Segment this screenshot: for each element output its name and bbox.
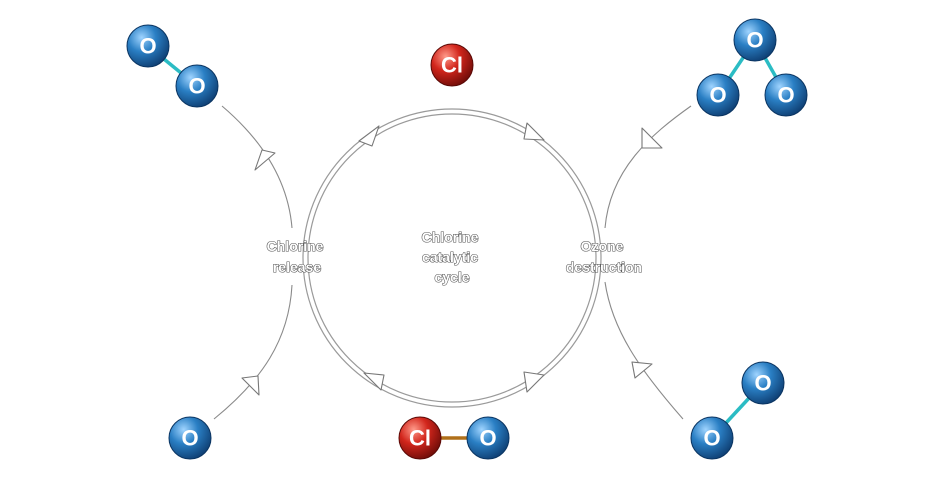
curve-left-upper [221,105,293,229]
svg-text:Cl: Cl [409,426,431,451]
arrow-right-upper [641,127,663,149]
svg-text:O: O [479,426,496,451]
svg-text:O: O [709,83,726,108]
arrow-left-upper [254,149,276,171]
catalytic-ring [302,108,602,408]
label-chlorine-release: Chlorine release [267,238,328,275]
oxygen-atom: O [764,73,808,117]
label-ozone-destruction: Ozone destruction [566,238,642,275]
curve-right-lower [604,281,684,420]
molecule-o2-bottom-right: O O [690,361,785,460]
oxygen-atom: O [466,416,510,460]
molecule-o3-top-right: O O O [696,18,808,117]
svg-text:Cl: Cl [441,53,463,78]
arrow-left-lower [241,375,260,396]
side-arrows [241,127,663,396]
ring-arrows [358,122,545,393]
svg-text:O: O [777,83,794,108]
oxygen-atom: O [741,361,785,405]
svg-text:O: O [746,28,763,53]
label-chlorine-catalytic-cycle: Chlorine catalytic cycle [422,229,483,285]
oxygen-atom: O [696,73,740,117]
oxygen-atom: O [126,24,170,68]
molecule-o2-top-left: O O [126,24,219,108]
arrow-right-lower [631,361,653,379]
ring-arrow-top-left [358,125,380,147]
side-curves [213,105,692,420]
svg-text:O: O [181,426,198,451]
svg-text:O: O [139,34,156,59]
chlorine-atom: Cl [398,416,442,460]
svg-text:O: O [754,371,771,396]
ring-arrow-bottom-right [523,371,545,393]
oxygen-atom: O [733,18,777,62]
molecule-clo-bottom: Cl O [398,416,510,460]
chlorine-atom-top: Cl [430,43,474,87]
oxygen-atom: O [690,416,734,460]
oxygen-atom-bottom-left: O [168,416,212,460]
ring-arrow-bottom-left [363,372,385,391]
oxygen-atom: O [175,64,219,108]
curve-left-lower [213,284,293,420]
svg-text:O: O [188,74,205,99]
ring-arrow-top-right [523,122,545,141]
curve-right-upper [604,105,692,229]
svg-text:O: O [703,426,720,451]
